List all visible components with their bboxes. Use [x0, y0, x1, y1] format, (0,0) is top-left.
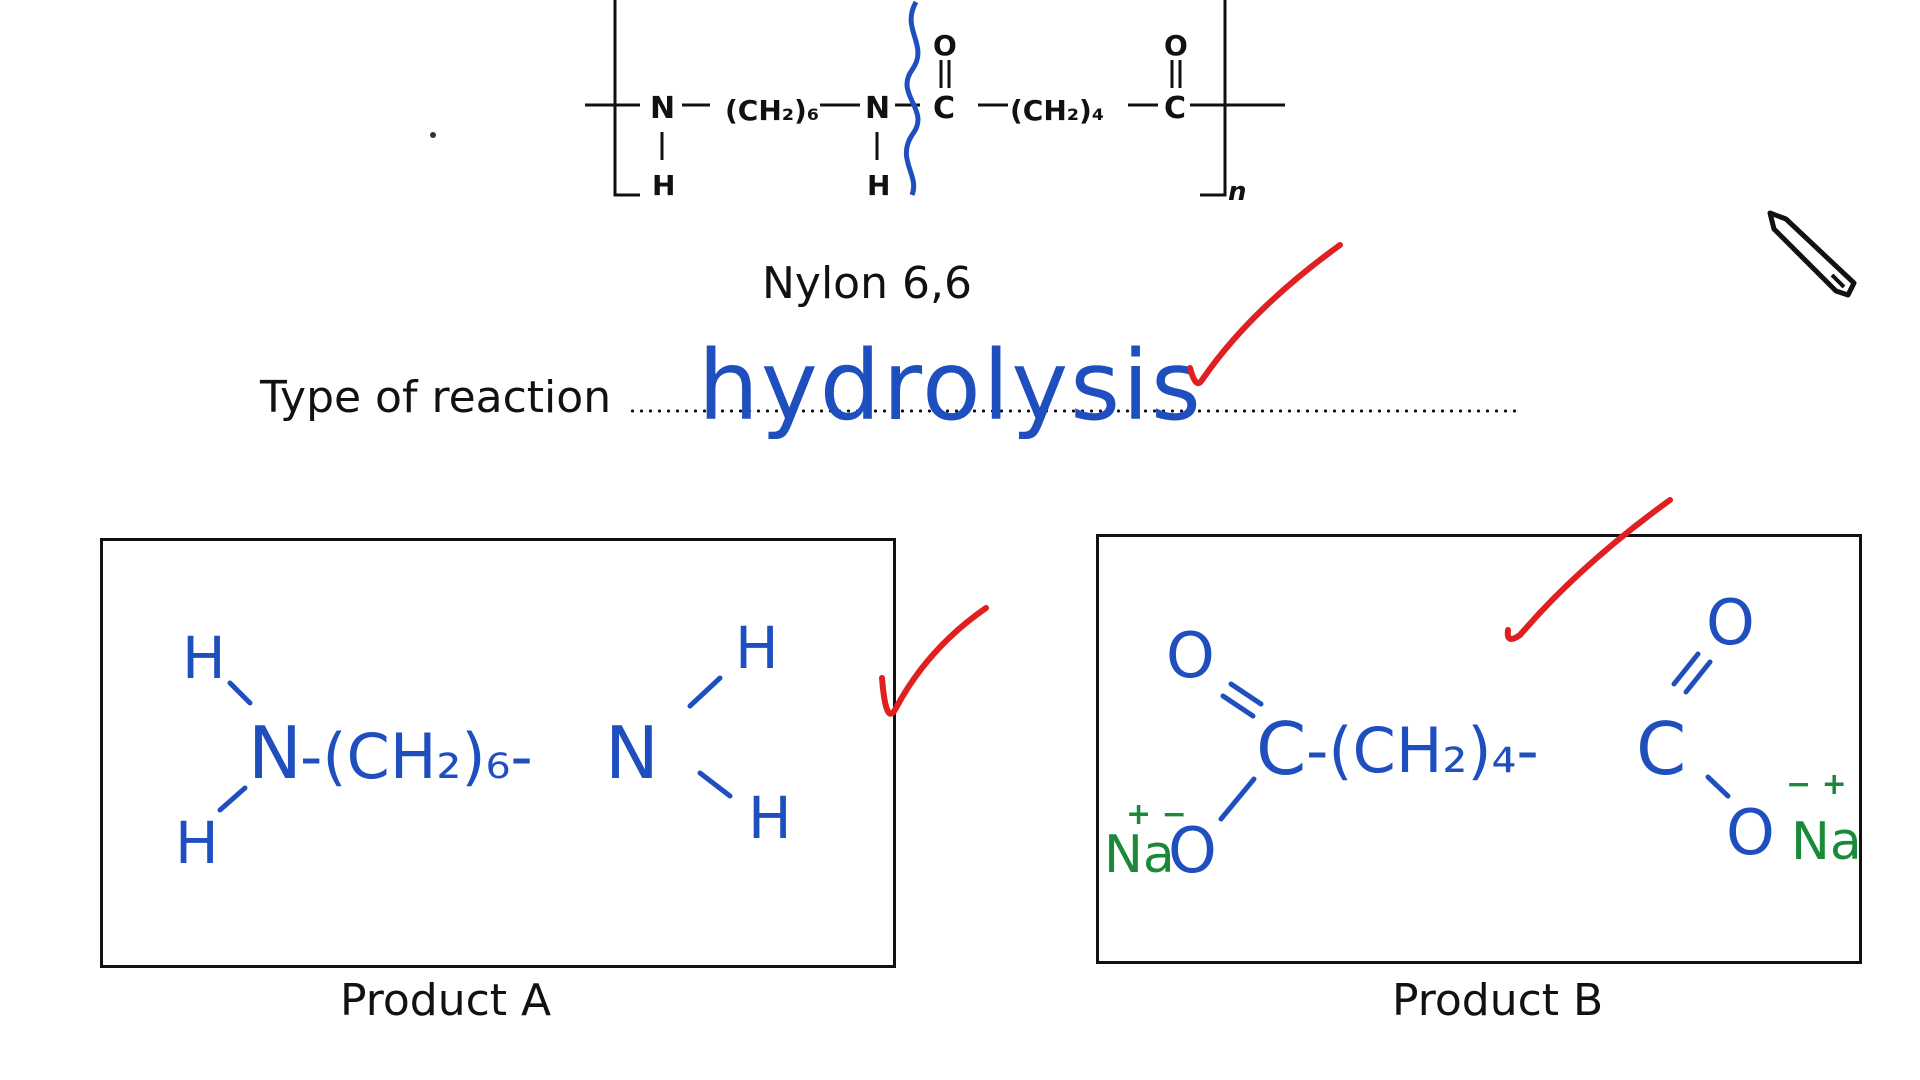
polymer-name: Nylon 6,6 [762, 258, 972, 309]
n-left: N [248, 711, 302, 795]
chain-a: -(CH₂)₆- [300, 720, 533, 793]
reaction-label: Type of reaction [260, 372, 612, 423]
answer-line [628, 407, 1520, 415]
repeat-n: n [1228, 177, 1247, 207]
h-bottom-left: H [175, 809, 219, 877]
c-left: C [1256, 707, 1306, 791]
h-top-right: H [735, 614, 779, 682]
pen-cursor-icon [1767, 210, 1857, 298]
product-a-structure: H H N -(CH₂)₆- N H H [175, 614, 792, 877]
atom-o-left: O [933, 29, 957, 62]
atom-n-left: N [650, 91, 675, 126]
h-top-left: H [182, 624, 226, 692]
check-mark-icon [879, 605, 989, 717]
o-bottom-right: O [1726, 796, 1775, 869]
charge-left: + − [1126, 797, 1187, 832]
atom-c-right: C [1164, 91, 1186, 126]
atom-h-left: H [652, 169, 675, 202]
polymer-structure: N H (CH₂)₆ N H O C (CH₂)₄ O C n [585, 0, 1285, 207]
check-mark-icon [1187, 242, 1343, 386]
atom-n-right: N [865, 91, 890, 126]
product-b-box [1096, 534, 1862, 964]
product-a-box [100, 538, 896, 968]
sodium-right: Na [1791, 812, 1862, 872]
sodium-left: Na [1104, 825, 1175, 885]
h-bottom-right: H [748, 784, 792, 852]
product-b-caption: Product B [1392, 975, 1604, 1026]
product-a-caption: Product A [340, 975, 552, 1026]
c-right: C [1636, 707, 1686, 791]
atom-o-right: O [1164, 29, 1188, 62]
charge-right: − + [1786, 767, 1847, 802]
o-top-right: O [1706, 586, 1755, 659]
reaction-answer: hydrolysis [698, 330, 1203, 442]
o-top-left: O [1166, 619, 1215, 692]
chain-b: -(CH₂)₄- [1306, 714, 1539, 787]
group-ch2-6: (CH₂)₆ [725, 94, 819, 127]
atom-h-right: H [867, 169, 890, 202]
group-ch2-4: (CH₂)₄ [1010, 94, 1104, 127]
atom-c-left: C [933, 91, 955, 126]
o-bottom-left: O [1168, 814, 1217, 887]
product-b-structure: O C -(CH₂)₄- C O O O Na + − Na − + [1104, 586, 1862, 887]
check-mark-icon [1504, 497, 1673, 642]
n-right: N [605, 711, 659, 795]
stray-dot [430, 132, 436, 138]
